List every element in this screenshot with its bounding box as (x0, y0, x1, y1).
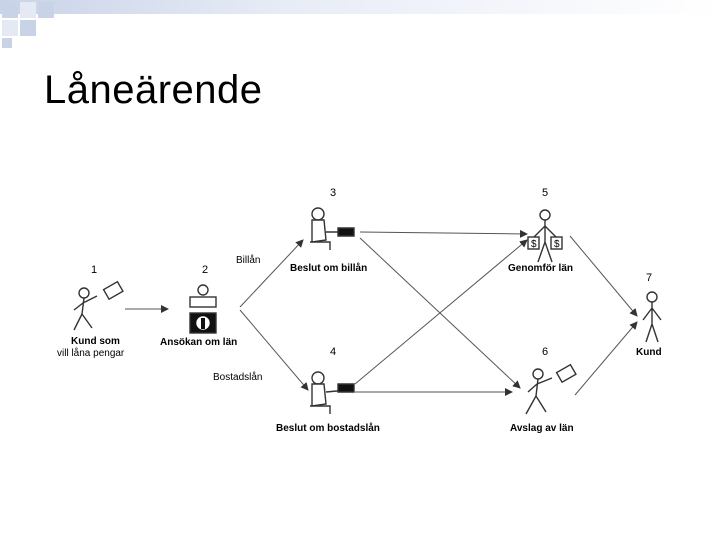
node-2-label: Ansökan om län (160, 337, 237, 348)
money-symbol-left: $ (531, 239, 537, 250)
edge-3-to-5 (359, 229, 528, 238)
node-7-label: Kund (636, 347, 662, 358)
node-4-number: 4 (330, 346, 336, 358)
node-5-number: 5 (542, 187, 548, 199)
edge-6-to-7 (574, 321, 638, 396)
node-6-person-with-document-icon (525, 363, 577, 415)
node-3-seated-person-icon (310, 207, 355, 250)
node-2-number: 2 (202, 264, 208, 276)
node-7-standing-person-icon (642, 291, 662, 343)
node-7-number: 7 (646, 272, 652, 284)
money-symbol-right: $ (554, 239, 560, 250)
node-6-label: Avslag av län (510, 423, 574, 434)
corner-squares-decoration (2, 2, 54, 48)
node-4-seated-person-icon (310, 371, 355, 414)
edge-5-to-7 (569, 235, 638, 317)
edge-4-to-5 (354, 239, 528, 385)
edge-label-car-loan: Billån (236, 254, 260, 266)
node-4-label: Beslut om bostadslån (276, 422, 380, 434)
node-5-person-with-money-bags-icon (527, 209, 563, 263)
node-3-number: 3 (330, 187, 336, 199)
edge-label-home-loan: Bostadslån (213, 371, 262, 383)
node-1-label-line2: vill låna pengar (57, 347, 125, 359)
title-band (0, 0, 720, 14)
node-5-label: Genomför län (508, 263, 573, 274)
node-3-label: Beslut om billån (290, 262, 367, 274)
node-1-person-with-document-icon (73, 280, 124, 331)
diagram-edges (125, 229, 638, 396)
slide-title: Låneärende (44, 68, 263, 112)
node-6-number: 6 (542, 346, 548, 358)
node-2-person-at-desk-icon (189, 284, 217, 334)
edge-2-to-3 (239, 239, 304, 308)
node-1-number: 1 (91, 264, 97, 276)
edge-2-to-4 (239, 309, 309, 391)
node-1-label-line1: Kund som (71, 336, 120, 347)
